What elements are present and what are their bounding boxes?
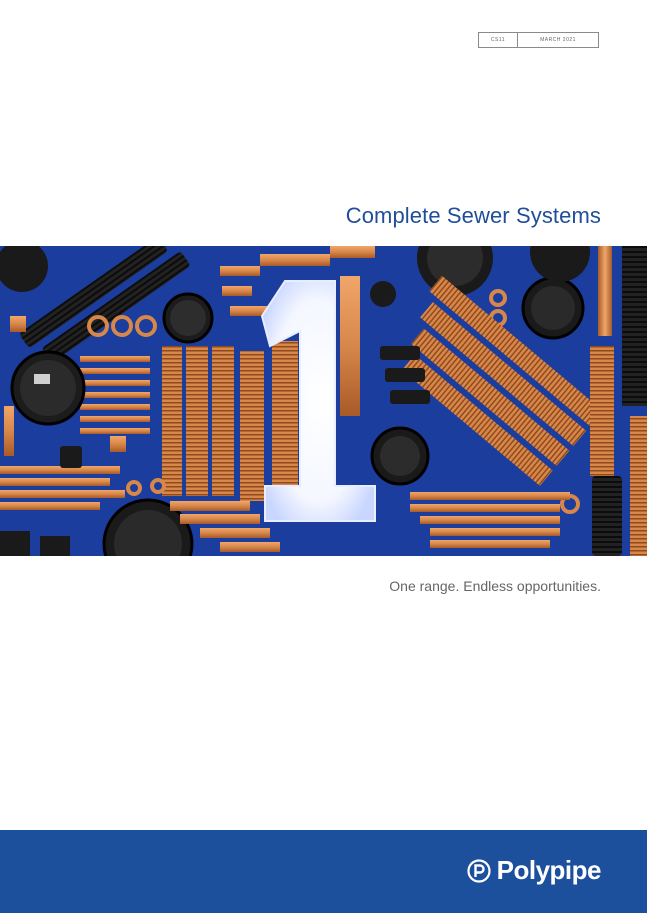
number-one-graphic <box>260 280 376 522</box>
brand-name: Polypipe <box>496 855 602 885</box>
document-reference-box: CS11 MARCH 2021 <box>478 32 599 48</box>
pipes-illustration <box>0 246 647 556</box>
polypipe-p-icon <box>467 858 491 883</box>
tagline: One range. Endless opportunities. <box>389 578 601 594</box>
footer-band <box>0 830 647 913</box>
document-date: MARCH 2021 <box>540 37 576 43</box>
hero-image <box>0 246 647 556</box>
brand-logo: Polypipe <box>467 855 602 886</box>
document-code: CS11 <box>479 33 518 47</box>
page-title: Complete Sewer Systems <box>345 203 601 228</box>
